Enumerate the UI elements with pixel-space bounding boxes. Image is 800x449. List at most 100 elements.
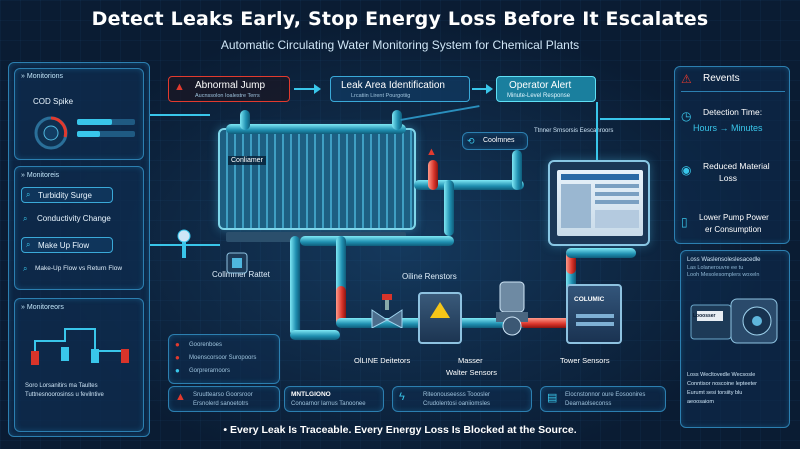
alert-line: Ersnolerd sanoetotrs: [193, 401, 249, 407]
connector-line: [600, 118, 670, 120]
condenser-caption: Collmmer Rattet: [212, 270, 270, 279]
double-chevron-icon: »: [21, 172, 25, 179]
alert-icon: ⚠: [681, 72, 692, 86]
step-leak-area[interactable]: Leak Area Identification Lrcatiin Lirent…: [330, 76, 470, 102]
monitor-title-2: Monitoreis: [26, 172, 60, 179]
pump-icon: [496, 281, 528, 336]
right-loop-pipe: [566, 248, 636, 258]
maser-label: Masser: [458, 356, 483, 365]
probe-caption-line: Soro Lorsanitirs ma Taultes: [25, 383, 98, 389]
droplet-icon: ◉: [681, 163, 692, 177]
screen-row: [595, 192, 639, 196]
step-label: Leak Area Identification: [341, 80, 445, 91]
legend-box: ● Goorenboes ● Moenscorsoor Suropoors ● …: [168, 334, 280, 384]
benefit-label: Lower Pump Power: [699, 213, 769, 222]
return-pipe: [300, 236, 454, 246]
monitor-header: » Monitorions: [21, 73, 63, 80]
flow-arrow: [294, 88, 316, 90]
cooler-box: ⟲ Coolmnes: [462, 132, 528, 150]
riser-pipe: [240, 110, 250, 130]
sensor-list-card: » Monitoreis ⌕ Turbidity Surge ⌕ Conduct…: [14, 166, 144, 290]
benefit-label: Reduced Material: [703, 161, 770, 171]
hazard-icon: [430, 302, 450, 318]
lightning-icon: ϟ: [399, 391, 405, 403]
condenser-unit: Conliamer: [218, 128, 416, 230]
make-up-flow-chip[interactable]: ⌕ Make Up Flow: [21, 237, 113, 253]
down-pipe: [336, 236, 346, 296]
double-chevron-icon: »: [21, 304, 25, 311]
benefits-title: Revents: [703, 73, 740, 84]
column-cabinet: COLUMIC: [566, 284, 622, 344]
page-title: Detect Leaks Early, Stop Energy Loss Bef…: [91, 8, 709, 30]
legend-item: Goorenboes: [189, 342, 223, 348]
monitor-header-3: » Monitoreors: [21, 304, 64, 311]
step-abnormal-jump[interactable]: ▲ Abnormal Jump Aucnssolon Ioalestre Ter…: [168, 76, 290, 102]
probe-schematic-icon: [31, 328, 129, 365]
monitor-title: Monitorions: [26, 73, 64, 80]
search-icon: ⌕: [26, 240, 31, 249]
cabinet-vent: [576, 322, 614, 326]
detector-tank: [418, 292, 462, 344]
outlet-pipe: [414, 180, 524, 190]
conductivity-row: ⌕ Conductivity Change: [21, 213, 131, 227]
divider: [681, 91, 785, 92]
equipment-note-line: Las Lolanerouvre ee tu: [687, 265, 744, 271]
monitor-header-2: » Monitoreis: [21, 172, 59, 179]
arrow-right-icon: [486, 84, 493, 94]
equipment-panel: Loss Waslensoleslesacedle Las Lolanerouv…: [680, 250, 790, 428]
monitoring-title: MNTLGIONO: [291, 391, 331, 398]
controller-terminal[interactable]: [548, 160, 650, 246]
arrow-right-icon: [314, 84, 321, 94]
benefits-panel: ⚠ Revents ◷ Detection Time: Hours → Minu…: [674, 66, 790, 244]
step-sub: Minute-Level Response: [507, 93, 571, 99]
equipment-bottom-note: Loss Wecltovedle Wecsosle Conntisor nosc…: [687, 371, 787, 407]
step-label: Operator Alert: [509, 80, 572, 91]
tower-sensors-label: Tower Sensors: [560, 356, 610, 365]
flow-compare-label: Make-Up Flow vs Return Flow: [35, 265, 123, 272]
monitor-title-3: Monitoreors: [26, 304, 64, 311]
screen-panel: [595, 210, 639, 228]
equipment-note-title: Loss Waslensoleslesacedle: [687, 257, 761, 263]
right-line: Elocnstonnor oure Eosoonires: [565, 392, 646, 398]
probe-caption-line: Tuttnesnoorosinss u fevilntive: [25, 392, 104, 398]
pump-motor-icon: [690, 298, 778, 344]
step-sub: Lrcatiin Lirent Pourgotiig: [351, 93, 411, 99]
battery-icon: ▯: [681, 215, 688, 229]
connector-line: [150, 114, 210, 116]
step-operator-alert[interactable]: Operator Alert Minute-Level Response: [496, 76, 596, 102]
note-line: Loss Wecltovedle Wecsosle: [687, 372, 756, 378]
warning-icon: ▲: [174, 81, 185, 93]
flow-arrow: [472, 88, 488, 90]
online-sensors-label: Oiline Renstors: [402, 272, 457, 281]
stopwatch-icon: ◷: [681, 109, 692, 123]
alert-line: [596, 102, 598, 160]
condenser-label: Conliamer: [228, 156, 266, 165]
benefit-value: er Consumption: [705, 225, 762, 234]
step-sub: Aucnssolon Ioalestre Terrs: [195, 93, 260, 99]
legend-dot-icon: ●: [175, 340, 180, 349]
loop-icon: ⟲: [467, 136, 475, 146]
header-pipe: [226, 124, 406, 134]
right-info-box: ▤ Elocnstonnor oure Eosoonires Dearnaols…: [540, 386, 666, 412]
right-line: Dearnaolseconss: [565, 401, 612, 407]
level-bar-2: [77, 131, 135, 137]
valve-icon: [371, 294, 403, 328]
terminal-screen: [557, 170, 643, 236]
page-subtitle: Automatic Circulating Water Monitoring S…: [220, 38, 580, 52]
turbidity-chip[interactable]: ⌕ Turbidity Surge: [21, 187, 113, 203]
note-line: Eurumt sesi torsiity blu: [687, 390, 743, 396]
warning-icon: ▲: [175, 391, 186, 403]
legend-dot-icon: ●: [175, 366, 180, 375]
meter-icon: [226, 252, 248, 274]
cod-monitor-card: » Monitorions COD Spike: [14, 68, 144, 160]
screen-row: [595, 184, 639, 188]
gauge-icon: [34, 116, 68, 150]
leak-pipe: [336, 286, 346, 326]
cooler-label: Coolmnes: [483, 137, 515, 144]
benefit-value: Loss: [719, 173, 737, 183]
gauge-valve-icon: [177, 229, 191, 258]
mid-line: Riteonouseesss Tooosler: [423, 392, 490, 398]
cooler-riser: [512, 150, 522, 190]
leak-pipe: [428, 160, 438, 190]
mid-info-box: ϟ Riteonouseesss Tooosler Crudolentosi o…: [392, 386, 532, 412]
